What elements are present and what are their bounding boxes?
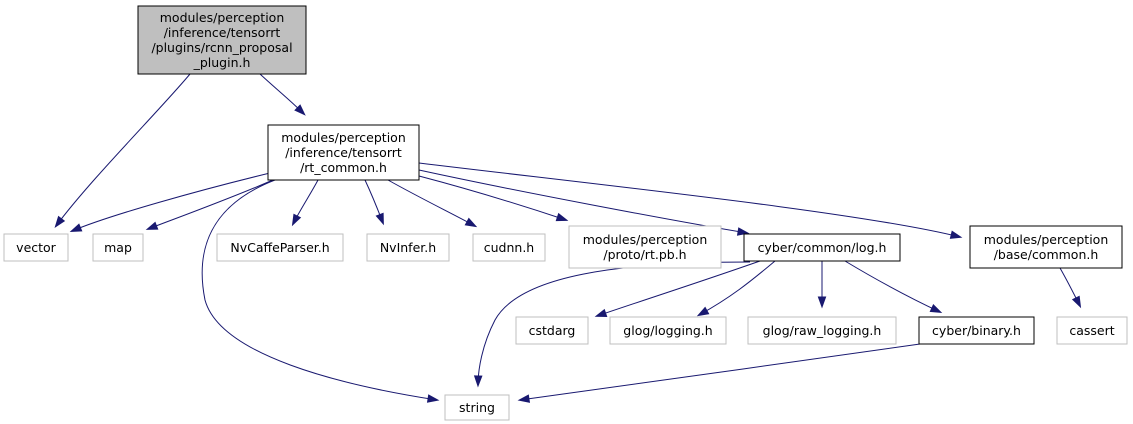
- node-cudnn_h[interactable]: cudnn.h: [472, 233, 546, 262]
- arrowhead: [594, 308, 608, 318]
- node-glog_raw_logging_h[interactable]: glog/raw_logging.h: [747, 316, 897, 345]
- node-label-line: modules/perception: [984, 232, 1109, 247]
- node-box: [609, 316, 727, 345]
- edge-rt_common_h-to-vector: [69, 172, 271, 232]
- edge-cyber_log_h-to-glog_raw_logging_h: [817, 260, 827, 309]
- arrowhead: [294, 104, 306, 116]
- edge-cyber_binary_h-to-string: [517, 343, 921, 403]
- arrowhead: [145, 221, 159, 230]
- node-box: [747, 316, 897, 345]
- node-box: [568, 225, 722, 269]
- arrowhead: [696, 306, 710, 317]
- node-label-line: map: [104, 240, 132, 255]
- node-rcnn_proposal_plugin_h[interactable]: modules/perception/inference/tensorrt/pl…: [137, 5, 307, 75]
- arrowhead: [949, 230, 963, 239]
- nodes-layer: modules/perception/inference/tensorrt/pl…: [3, 5, 1128, 421]
- node-label-line: glog/logging.h: [623, 323, 712, 338]
- node-box: [444, 394, 510, 421]
- arrowhead: [426, 394, 440, 403]
- node-label-line: cyber/common/log.h: [758, 240, 887, 255]
- node-label-line: glog/raw_logging.h: [763, 323, 882, 338]
- node-label-line: modules/perception: [160, 10, 285, 25]
- arrowhead: [464, 217, 478, 228]
- node-box: [267, 124, 420, 181]
- edges-layer: [54, 73, 1082, 403]
- node-label-line: /base/common.h: [994, 247, 1099, 262]
- node-label-line: NvInfer.h: [380, 240, 436, 255]
- node-label-line: /inference/tensorrt: [285, 145, 402, 160]
- node-box: [3, 233, 69, 262]
- node-map[interactable]: map: [92, 233, 144, 262]
- edge-rt_common_h-to-nvinfer_h: [364, 179, 384, 226]
- edge-cyber_log_h-to-cyber_binary_h: [844, 260, 943, 314]
- node-cyber_binary_h[interactable]: cyber/binary.h: [918, 316, 1035, 345]
- node-box: [969, 225, 1123, 269]
- node-nvinfer_h[interactable]: NvInfer.h: [366, 233, 450, 262]
- node-vector[interactable]: vector: [3, 233, 69, 262]
- node-label-line: _plugin.h: [193, 55, 251, 70]
- node-label-line: modules/perception: [583, 232, 708, 247]
- node-cassert[interactable]: cassert: [1056, 316, 1128, 345]
- node-cyber_log_h[interactable]: cyber/common/log.h: [743, 233, 901, 262]
- node-box: [216, 233, 344, 262]
- node-label-line: cyber/binary.h: [932, 323, 1021, 338]
- node-nvcaffeparser_h[interactable]: NvCaffeParser.h: [216, 233, 344, 262]
- edge-base_common_h-to-cassert: [1059, 267, 1082, 309]
- edge-rt_common_h-to-map: [145, 175, 283, 230]
- arrowhead: [736, 227, 750, 236]
- arrowhead: [517, 394, 531, 403]
- node-rt_pb_h[interactable]: modules/perception/proto/rt.pb.h: [568, 225, 722, 269]
- arrowhead: [291, 213, 302, 227]
- node-box: [92, 233, 144, 262]
- arrowhead: [473, 375, 483, 388]
- arrowhead: [555, 212, 569, 222]
- edge-cyber_log_h-to-cstdarg: [594, 260, 761, 318]
- node-label-line: modules/perception: [281, 130, 406, 145]
- node-string[interactable]: string: [444, 394, 510, 421]
- node-label-line: cstdarg: [529, 323, 576, 338]
- edge-rt_common_h-to-nvcaffeparser_h: [291, 179, 319, 227]
- node-box: [366, 233, 450, 262]
- node-label-line: cudnn.h: [484, 240, 534, 255]
- node-rt_common_h[interactable]: modules/perception/inference/tensorrt/rt…: [267, 124, 420, 181]
- arrowhead: [929, 304, 943, 314]
- node-label-line: /plugins/rcnn_proposal: [151, 40, 292, 55]
- arrowhead: [1071, 295, 1082, 309]
- node-box: [472, 233, 546, 262]
- node-label-line: cassert: [1069, 323, 1114, 338]
- edge-rcnn_proposal_plugin_h-to-vector: [54, 73, 191, 228]
- node-label-line: /inference/tensorrt: [164, 25, 281, 40]
- node-box: [743, 233, 901, 262]
- edge-rt_common_h-to-base_common_h: [418, 162, 963, 239]
- node-label-line: vector: [16, 240, 57, 255]
- edge-rcnn_proposal_plugin_h-to-rt_common_h: [259, 73, 306, 116]
- arrowhead: [69, 223, 83, 232]
- arrowhead: [375, 212, 384, 226]
- edge-rt_common_h-to-cudnn_h: [387, 179, 478, 228]
- edge-rt_common_h-to-rt_pb_h: [418, 175, 569, 222]
- edge-rt_common_h-to-string: [201, 179, 440, 403]
- node-label-line: NvCaffeParser.h: [230, 240, 329, 255]
- node-box: [515, 316, 589, 345]
- node-label-line: string: [459, 400, 495, 415]
- node-label-line: /rt_common.h: [300, 160, 387, 175]
- arrowhead: [54, 215, 66, 228]
- node-box: [137, 5, 307, 75]
- node-box: [918, 316, 1035, 345]
- node-label-line: /proto/rt.pb.h: [603, 247, 686, 262]
- edge-cyber_log_h-to-glog_logging_h: [696, 260, 776, 317]
- arrowhead: [817, 296, 827, 309]
- node-cstdarg[interactable]: cstdarg: [515, 316, 589, 345]
- node-glog_logging_h[interactable]: glog/logging.h: [609, 316, 727, 345]
- node-base_common_h[interactable]: modules/perception/base/common.h: [969, 225, 1123, 269]
- node-box: [1056, 316, 1128, 345]
